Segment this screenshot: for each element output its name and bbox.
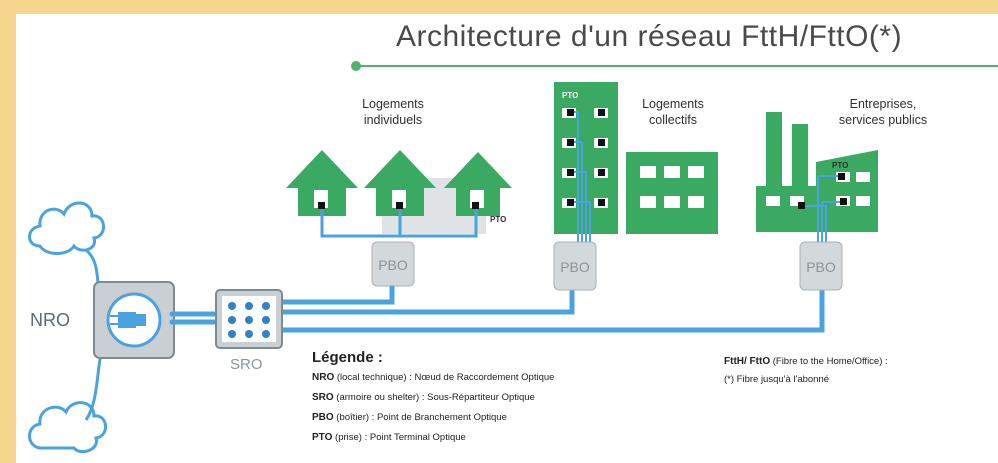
legend-item-sro: SRO (armoire ou shelter) : Sous-Répartit… xyxy=(312,392,535,403)
pbo-box xyxy=(553,241,597,291)
legend-item-pbo: PBO (boîtier) : Point de Branchement Opt… xyxy=(312,412,507,423)
ftth-note-definition: (*) Fibre jusqu'à l'abonné xyxy=(724,374,830,385)
diagram-panel xyxy=(16,14,998,463)
legend-item-nro: NRO (local technique) : Nœud de Raccorde… xyxy=(312,372,555,383)
nro-label: NRO xyxy=(30,310,70,330)
label-entreprises: Entreprises,services publics xyxy=(838,97,928,127)
fibre-trunk xyxy=(169,249,825,333)
pbo-label: PBO xyxy=(806,259,836,275)
sro-label: SRO xyxy=(230,356,263,373)
legend-item-pto: PTO (prise) : Point Terminal Optique xyxy=(312,432,466,443)
pbo-label: PBO xyxy=(560,259,590,275)
apartment-building-icon xyxy=(554,82,718,244)
pbo-box xyxy=(799,241,843,291)
pto-label: PTO xyxy=(490,215,507,224)
legend-title: Légende : xyxy=(312,349,383,366)
nro-node xyxy=(93,281,175,359)
houses-icon xyxy=(286,150,512,238)
pto-label: PTO xyxy=(562,91,579,100)
diagram-title: Architecture d'un réseau FttH/FttO(*) xyxy=(396,20,903,53)
cloud-icon xyxy=(28,401,107,454)
ftth-note: FttH/ FttO (Fibre to the Home/Office) : xyxy=(724,356,888,367)
sro-node xyxy=(215,289,283,349)
pto-label: PTO xyxy=(832,161,849,170)
cloud-icon xyxy=(28,201,105,255)
factory-icon xyxy=(756,112,878,246)
pbo-label: PBO xyxy=(378,257,408,273)
title-rule xyxy=(351,61,998,71)
pbo-box xyxy=(371,241,415,302)
